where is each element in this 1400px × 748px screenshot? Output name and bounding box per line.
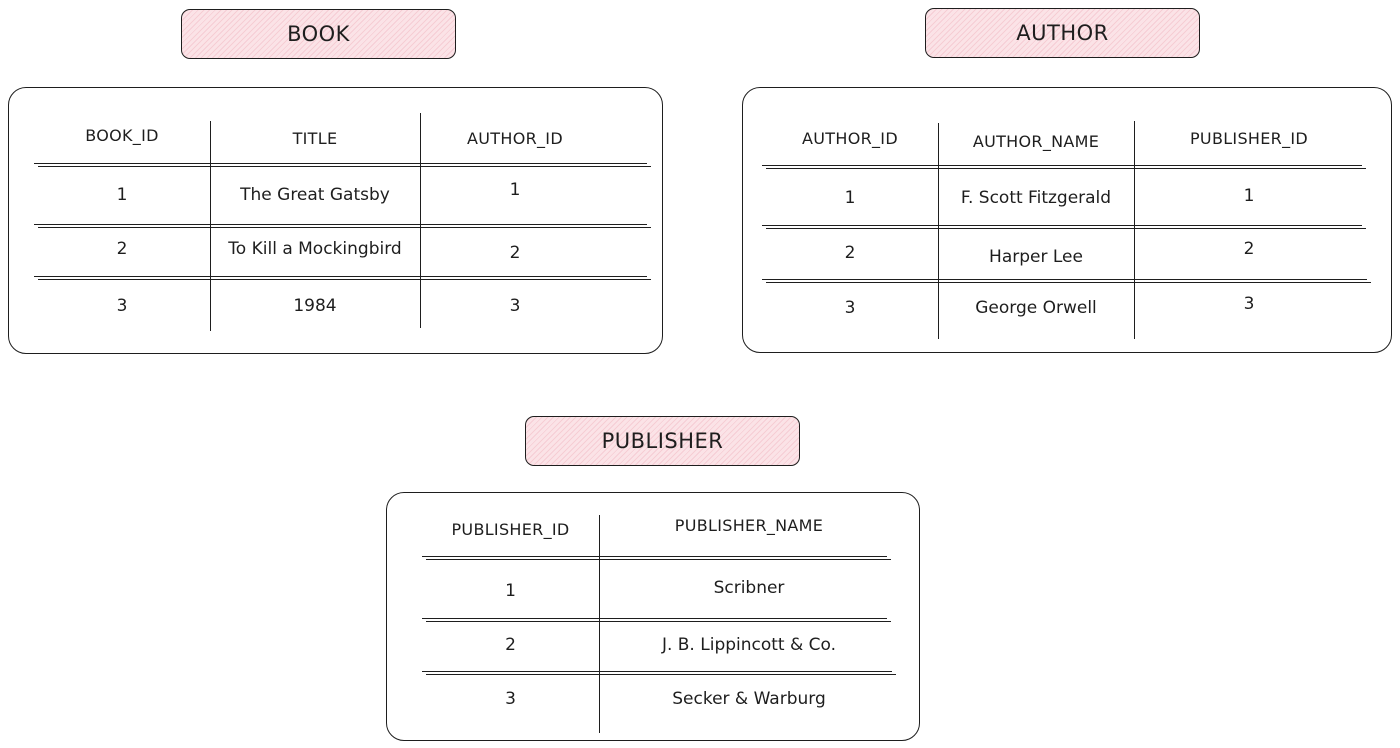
book-table: BOOK_ID TITLE AUTHOR_ID 1 The Great Gats… <box>8 87 663 354</box>
column-divider <box>210 121 211 331</box>
header-cell: TITLE <box>292 128 338 148</box>
author-table-grid: AUTHOR_ID AUTHOR_NAME PUBLISHER_ID 1 F. … <box>762 88 1371 354</box>
header-divider <box>762 165 1366 169</box>
table-cell: 1 <box>1243 185 1255 206</box>
header-cell: AUTHOR_NAME <box>972 131 1100 151</box>
table-cell: 2 <box>505 635 516 655</box>
row-divider <box>34 224 651 228</box>
table-cell: 3 <box>1243 294 1255 314</box>
header-cell: PUBLISHER_ID <box>1189 128 1309 148</box>
row-divider <box>34 276 651 280</box>
column-divider <box>1134 121 1135 339</box>
table-cell: 2 <box>844 243 856 263</box>
author-table-title: AUTHOR <box>925 8 1200 58</box>
row-divider <box>422 671 896 675</box>
table-cell: 2 <box>509 243 521 263</box>
header-cell: PUBLISHER_ID <box>451 519 570 539</box>
row-divider <box>762 225 1366 229</box>
book-table-title: BOOK <box>181 9 456 59</box>
table-cell: 1 <box>505 580 516 601</box>
table-cell: 2 <box>116 239 128 259</box>
header-divider <box>34 163 651 167</box>
table-cell: 1 <box>509 180 521 200</box>
table-cell: Scribner <box>713 577 785 598</box>
header-cell: BOOK_ID <box>85 126 159 145</box>
row-divider <box>762 279 1371 283</box>
book-table-grid: BOOK_ID TITLE AUTHOR_ID 1 The Great Gats… <box>34 88 651 355</box>
table-cell: 3 <box>505 689 516 709</box>
table-cell: J. B. Lippincott & Co. <box>661 635 837 655</box>
table-cell: 1 <box>116 185 128 205</box>
table-cell: 3 <box>844 298 856 318</box>
table-cell: 2 <box>1243 239 1255 259</box>
publisher-table-title: PUBLISHER <box>525 416 800 466</box>
table-cell: 1984 <box>293 296 337 316</box>
publisher-table: PUBLISHER_ID PUBLISHER_NAME 1 Scribner 2… <box>386 492 920 741</box>
column-divider <box>420 113 421 328</box>
publisher-table-grid: PUBLISHER_ID PUBLISHER_NAME 1 Scribner 2… <box>422 493 902 742</box>
table-cell: Secker & Warburg <box>672 689 826 709</box>
table-cell: George Orwell <box>975 298 1097 318</box>
header-divider <box>422 556 891 560</box>
column-divider <box>599 515 600 733</box>
header-cell: PUBLISHER_NAME <box>674 515 824 535</box>
table-cell: Harper Lee <box>989 247 1083 267</box>
table-cell: 3 <box>509 296 521 316</box>
author-table: AUTHOR_ID AUTHOR_NAME PUBLISHER_ID 1 F. … <box>742 87 1392 353</box>
table-cell: To Kill a Mockingbird <box>228 239 402 259</box>
table-cell: 1 <box>844 187 856 208</box>
table-cell: F. Scott Fitzgerald <box>960 187 1112 208</box>
row-divider <box>422 618 891 622</box>
table-cell: 3 <box>116 296 128 316</box>
header-cell: AUTHOR_ID <box>802 128 898 148</box>
header-cell: AUTHOR_ID <box>467 128 563 148</box>
column-divider <box>938 123 939 339</box>
table-cell: The Great Gatsby <box>240 185 390 205</box>
